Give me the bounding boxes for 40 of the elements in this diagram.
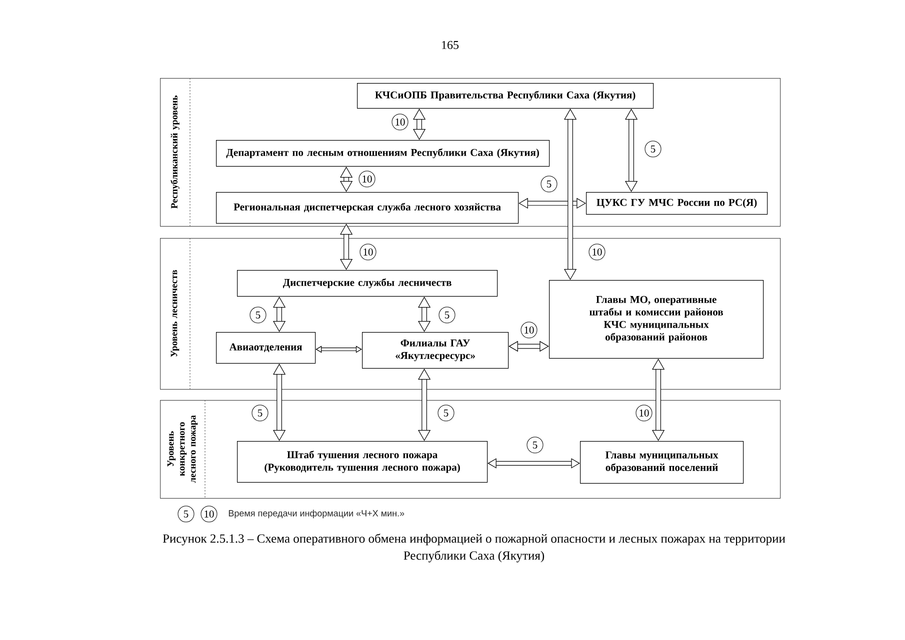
double-arrow <box>518 198 586 209</box>
circled-number: 5 <box>438 404 454 422</box>
circled-number: 5 <box>178 506 194 522</box>
organization-box: Диспетчерские службы лесничеств <box>237 270 498 297</box>
legend-text: Время передачи информации «Ч+Х мин.» <box>228 510 404 518</box>
double-arrow <box>418 296 431 332</box>
double-arrow <box>272 364 286 441</box>
circled-number: 5 <box>526 436 544 454</box>
circled-number: 10 <box>392 114 408 130</box>
circled-number: 5 <box>252 404 268 422</box>
double-arrow <box>652 358 665 441</box>
double-arrow <box>316 346 362 353</box>
double-arrow <box>412 108 426 140</box>
organization-box: Главы муниципальных образований поселений <box>580 441 744 484</box>
circled-number: 5 <box>540 176 558 192</box>
organization-box: Авиаотделения <box>216 332 316 364</box>
double-arrow <box>564 108 577 280</box>
organization-box: Штаб тушения лесного пожара (Руководитель тушения лесного пожара) <box>237 441 488 483</box>
circled-number: 10 <box>200 506 218 522</box>
double-arrow <box>418 368 431 441</box>
circled-number: 10 <box>520 322 538 338</box>
circled-number: 5 <box>644 140 662 158</box>
organization-box: Департамент по лесным отношениям Республики Саха (Якутия) <box>216 140 550 167</box>
double-arrow <box>488 458 580 468</box>
circled-number: 10 <box>636 404 652 422</box>
double-arrow <box>272 296 286 332</box>
organization-box: Филиалы ГАУ «Якутлесресурс» <box>362 332 509 369</box>
circled-number: 10 <box>360 244 376 260</box>
double-arrow <box>508 340 549 352</box>
page-number: 165 <box>442 40 459 50</box>
circled-number: 5 <box>438 306 456 324</box>
circled-number: 5 <box>250 306 266 324</box>
double-arrow <box>340 224 353 270</box>
double-arrow <box>340 166 353 192</box>
organization-box: Региональная диспетчерская служба лесного хозяйства <box>216 192 519 224</box>
organization-box: Главы МО, оперативные штабы и комиссии районов КЧС муниципальных образований районов <box>549 280 764 359</box>
double-arrow <box>624 108 638 192</box>
circled-number: 10 <box>588 244 606 260</box>
figure-caption: Рисунок 2.5.1.3 – Схема оперативного обмена информацией о пожарной опасности и лесных пожарах на территории Республики Саха (Якутия) <box>162 534 786 562</box>
circled-number: 10 <box>358 170 376 188</box>
